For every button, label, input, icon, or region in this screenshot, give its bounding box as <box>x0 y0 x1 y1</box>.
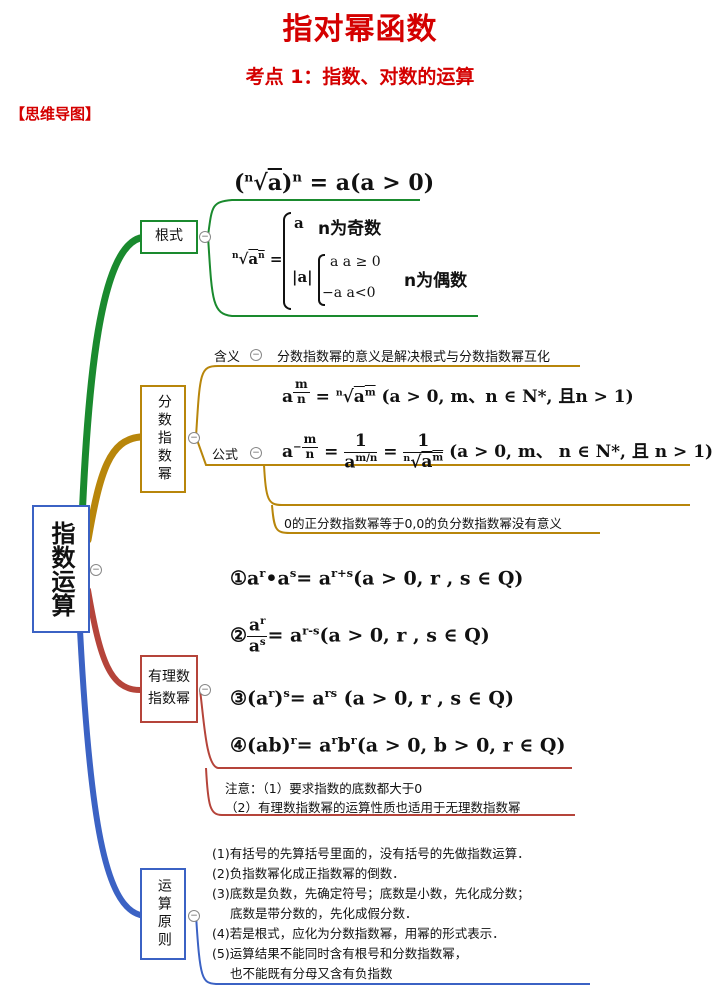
rule-item: (4)若是根式，应化为分数指数幂，用幂的形式表示． <box>212 926 505 941</box>
fractional-label: 分数指数幂 <box>155 394 172 484</box>
rules-node[interactable]: 运算原则 <box>140 868 186 960</box>
rules-label: 运算原则 <box>155 878 172 950</box>
rules-collapse-icon[interactable]: − <box>188 910 200 922</box>
radical-sub-neg: −a a<0 <box>322 285 376 301</box>
connector-rational <box>85 587 143 693</box>
radical-collapse-icon[interactable]: − <box>199 231 211 243</box>
rational-collapse-icon[interactable]: − <box>199 684 211 696</box>
radical-small-brace <box>318 254 325 306</box>
root-node[interactable]: 指数运算 <box>32 505 90 633</box>
root-collapse-icon[interactable]: − <box>90 564 102 576</box>
fractional-f1-cond: (a > 0, m、n ∈ N*, 且n > 1) <box>381 386 634 407</box>
fractional-f2-cond: (a > 0, m、 n ∈ N*, 且 n > 1) <box>449 441 714 462</box>
rule-item: (5)运算结果不能同时含有根号和分数指数幂， <box>212 946 468 961</box>
rational-note-2: （2）有理数指数幂的运算性质也适用于无理数指数幂 <box>225 800 521 815</box>
meaning-collapse-icon[interactable]: − <box>250 349 262 361</box>
fractional-note: 0的正分数指数幂等于0,0的负分数指数幂没有意义 <box>284 516 562 531</box>
connector-fractional <box>84 433 144 544</box>
fractional-formula-label: 公式 <box>212 448 239 463</box>
radical-odd-case: n为奇数 <box>318 219 382 239</box>
fractional-node[interactable]: 分数指数幂 <box>140 385 186 493</box>
fractional-collapse-icon[interactable]: − <box>188 432 200 444</box>
radical-odd-value: a <box>294 214 304 232</box>
radical-formula-2-lhs: n√an = <box>232 250 283 268</box>
fractional-meaning: 分数指数幂的意义是解决根式与分数指数幂互化 <box>277 350 551 365</box>
rational-node[interactable]: 有理数指数幂 <box>140 655 198 723</box>
formula-collapse-icon[interactable]: − <box>250 447 262 459</box>
rational-note-1: 注意：（1）要求指数的底数都大于0 <box>225 781 423 796</box>
rule-item: (1)有括号的先算括号里面的，没有括号的先做指数运算． <box>212 846 530 861</box>
rule-item: (2)负指数幂化成正指数幂的倒数． <box>212 866 405 881</box>
rule-item: (3)底数是负数，先确定符号；底数是小数，先化成分数； <box>212 886 530 901</box>
rational-rule-4: ④(ab)r= arbr(a > 0, b > 0, r ∈ Q) <box>230 733 566 757</box>
radical-sub-pos: a a ≥ 0 <box>330 254 381 270</box>
connector-rules <box>77 627 143 918</box>
fractional-meaning-label: 含义 <box>214 350 241 365</box>
page-title: 指对幂函数 <box>282 12 438 47</box>
rational-rule-1: ①ar•as= ar+s(a > 0, r , s ∈ Q) <box>230 566 524 590</box>
radical-node[interactable]: 根式 <box>140 220 198 254</box>
page-subtitle: 考点 1：指数、对数的运算 <box>245 66 475 88</box>
radical-even-case: n为偶数 <box>404 271 468 291</box>
root-label: 指数运算 <box>47 521 75 617</box>
radical-label: 根式 <box>155 228 183 245</box>
radical-formula-1: (n√a)n = a(a > 0) <box>234 170 435 196</box>
rule-item: 也不能既有分母又含有负指数 <box>230 966 393 981</box>
rational-label: 有理数指数幂 <box>148 669 190 707</box>
mindmap-tag: 【思维导图】 <box>10 105 101 123</box>
rules-list: (1)有括号的先算括号里面的，没有括号的先做指数运算． (2)负指数幂化成正指数… <box>212 844 530 984</box>
connector-radical <box>78 234 144 524</box>
radical-abs-a: |a| <box>292 268 313 286</box>
radical-big-brace <box>283 212 291 310</box>
rational-rule-3: ③(ar)s= ars (a > 0, r , s ∈ Q) <box>230 686 514 710</box>
rule-item: 底数是带分数的，先化成假分数． <box>230 906 418 921</box>
